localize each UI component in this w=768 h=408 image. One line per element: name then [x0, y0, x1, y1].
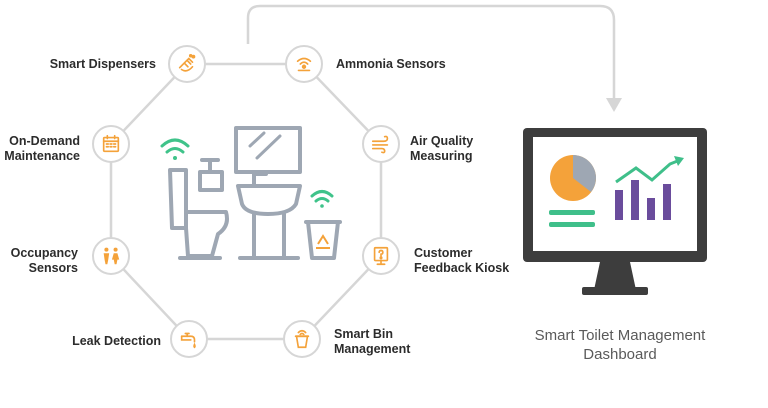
node-smart-dispensers [168, 45, 206, 83]
restroom-illustration [168, 126, 342, 260]
dashboard-monitor [523, 128, 707, 295]
dashboard-caption: Smart Toilet Management Dashboard [534, 327, 706, 363]
calendar-icon [102, 134, 120, 153]
node-on-demand [92, 125, 130, 163]
node-smart-bin [283, 320, 321, 358]
faucet-drip-icon [180, 332, 196, 349]
node-feedback-kiosk [362, 237, 400, 275]
flow-arrow [246, 4, 616, 100]
people-icon [103, 247, 120, 265]
wind-icon [371, 135, 389, 154]
node-air-quality [362, 125, 400, 163]
connector-ring [109, 62, 383, 341]
label-leak-detection: Leak Detection [72, 334, 161, 348]
recycle-icon [316, 234, 330, 249]
node-occupancy [92, 237, 130, 275]
flow-arrowhead [606, 98, 622, 112]
sensor-signal-icon [296, 57, 312, 72]
hand-wash-icon [178, 54, 196, 72]
label-ammonia-sensors: Ammonia Sensors [336, 57, 446, 71]
node-ammonia-sensors [285, 45, 323, 83]
node-leak-detection [170, 320, 208, 358]
kiosk-icon [373, 246, 389, 266]
bin-signal-icon [294, 329, 310, 349]
label-smart-dispensers: Smart Dispensers [49, 57, 156, 71]
wifi-icon [160, 138, 334, 208]
